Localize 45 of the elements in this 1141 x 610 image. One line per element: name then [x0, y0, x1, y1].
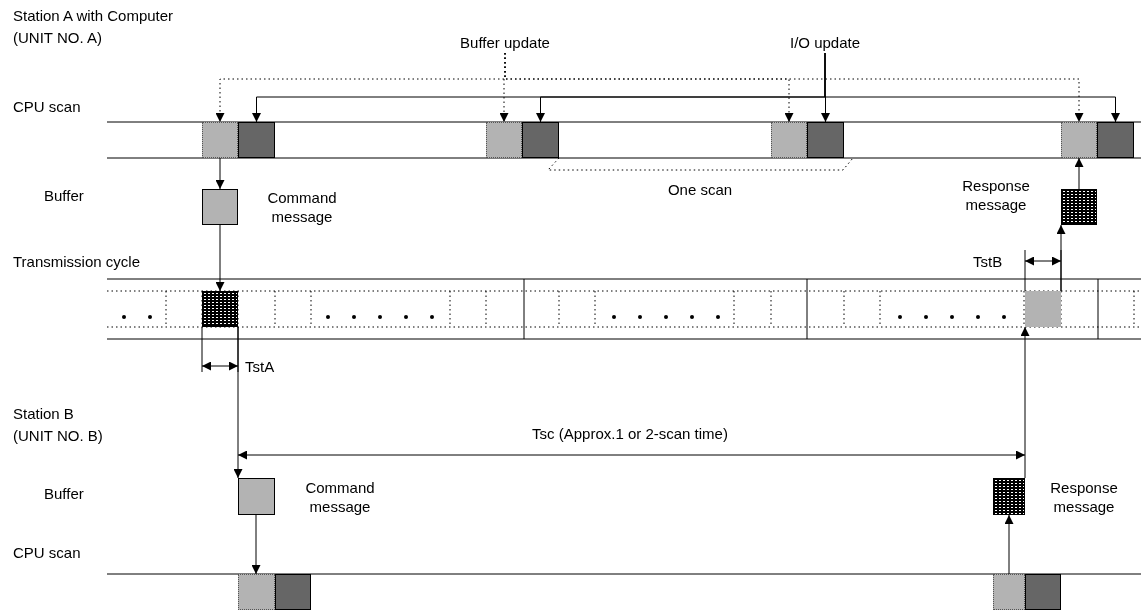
arrow: [1074, 157, 1084, 190]
buffer-update-block: [238, 574, 275, 610]
buffer-update-block: [993, 574, 1025, 610]
arrow: [1056, 224, 1066, 292]
message-label: Command message: [304, 478, 376, 516]
row-label: CPU scan: [13, 543, 82, 563]
row-label: TstB: [973, 252, 1004, 272]
message-slot: [1025, 291, 1061, 327]
io-update-block: [807, 122, 844, 158]
buffer-update-block: [486, 122, 522, 158]
arrow: [1004, 514, 1014, 575]
buffer-update-block: [771, 122, 807, 158]
buffer-update-block: [202, 122, 238, 158]
callout-text: I/O update: [770, 33, 880, 53]
arrow: [824, 52, 1120, 123]
row-label: One scan: [666, 180, 734, 200]
message-block: [202, 189, 238, 225]
arrow: [504, 52, 1084, 123]
callout-text: Buffer update: [450, 33, 560, 53]
arrow: [1020, 326, 1030, 479]
row-label: Tsc (Approx.1 or 2-scan time): [531, 424, 729, 444]
arrow: [215, 224, 225, 292]
message-label: Response message: [1049, 478, 1119, 516]
message-block: [238, 478, 275, 515]
message-frame: [1061, 189, 1097, 225]
row-label: TstA: [245, 357, 276, 377]
row-label: Buffer: [44, 186, 85, 206]
row-label: Buffer: [44, 484, 85, 504]
io-update-block: [522, 122, 559, 158]
row-label: Station A with Computer (UNIT NO. A): [13, 6, 175, 48]
io-update-block: [1025, 574, 1061, 610]
io-update-block: [1097, 122, 1134, 158]
arrow: [215, 157, 225, 190]
arrow: [233, 326, 243, 479]
message-label: Command message: [266, 188, 338, 226]
message-frame: [202, 291, 238, 327]
io-update-block: [275, 574, 311, 610]
row-label: CPU scan: [13, 97, 82, 117]
arrow: [251, 514, 261, 575]
message-label: Response message: [961, 176, 1031, 214]
message-frame: [993, 478, 1025, 515]
buffer-update-block: [1061, 122, 1097, 158]
row-label: Station B (UNIT NO. B): [13, 404, 104, 446]
row-label: Transmission cycle: [13, 252, 141, 272]
io-update-block: [238, 122, 275, 158]
